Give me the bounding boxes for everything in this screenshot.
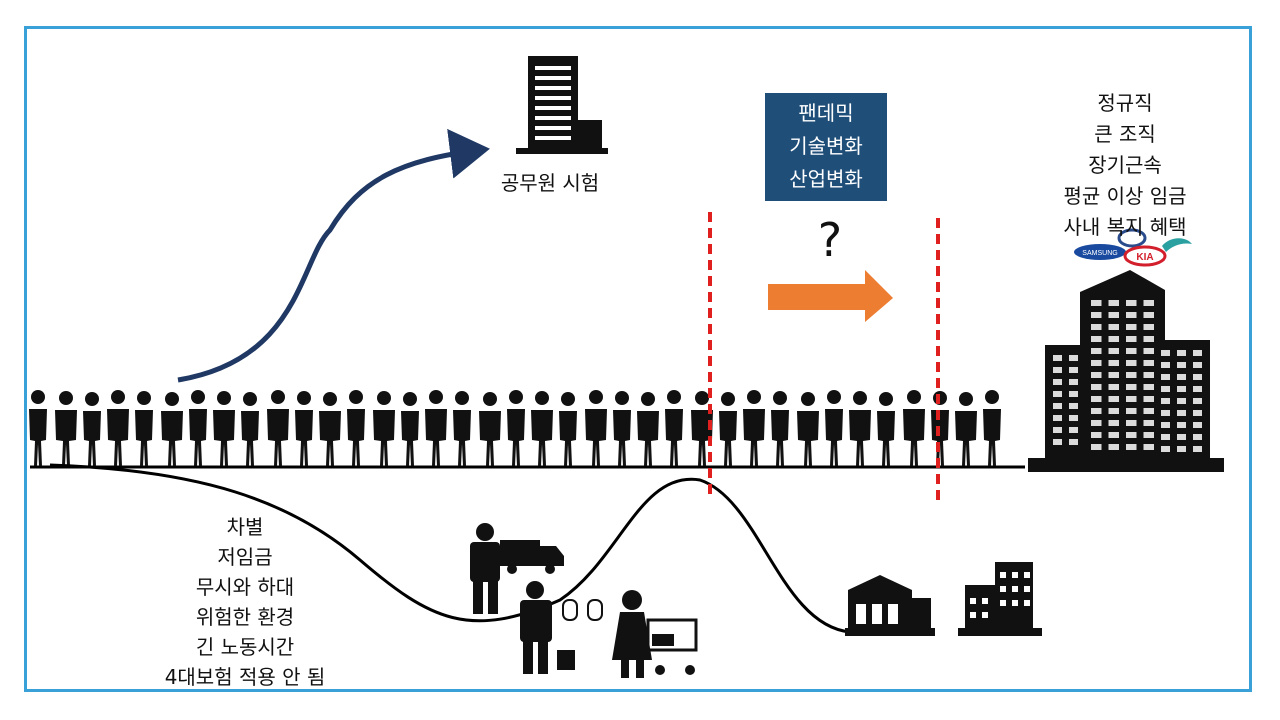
person-silhouette: [161, 392, 183, 466]
risk-item: 위험한 환경: [195, 605, 295, 629]
person-silhouette: [719, 392, 737, 466]
pandemic-change-box: 팬데믹 기술변화 산업변화: [765, 93, 887, 201]
risk-item: 긴 노동시간: [195, 635, 295, 659]
risk-item: 4대보험 적용 안 됨: [164, 665, 326, 689]
person-silhouette: [665, 390, 683, 466]
question-mark: ?: [817, 213, 843, 267]
person-silhouette: [955, 392, 977, 466]
person-silhouette: [877, 392, 895, 466]
person-silhouette: [189, 390, 207, 466]
person-silhouette: [691, 391, 713, 466]
person-silhouette: [135, 391, 153, 466]
person-silhouette: [849, 391, 871, 466]
risk-item: 차별: [226, 515, 264, 539]
hyundai-logo: [1117, 228, 1147, 248]
risk-item: 저임금: [217, 545, 273, 569]
person-silhouette: [29, 390, 47, 466]
benefit-item: 사내 복지 혜택: [1063, 215, 1187, 239]
person-silhouette: [267, 390, 289, 466]
small-factory-icons: [845, 562, 1042, 636]
kia-logo-text: KIA: [1136, 252, 1153, 263]
asiana-logo: [1162, 238, 1192, 252]
kia-logo: [1123, 245, 1167, 267]
person-silhouette: [373, 391, 395, 466]
pandemic-box-line-3: 산업변화: [789, 167, 863, 191]
person-silhouette: [825, 390, 843, 466]
slide-frame: [24, 26, 1252, 692]
person-silhouette: [83, 392, 101, 466]
benefit-item: 정규직: [1097, 91, 1153, 115]
person-silhouette: [401, 392, 419, 466]
samsung-logo-text: SAMSUNG: [1082, 250, 1117, 257]
low-path-curve: [49, 463, 851, 634]
corporate-benefits-list: 정규직 큰 조직 장기근속 평균 이상 임금 사내 복지 혜택: [1030, 88, 1220, 243]
people-queue-icon: [29, 390, 1001, 466]
orange-right-arrow: [768, 270, 893, 322]
person-silhouette: [531, 391, 553, 466]
person-silhouette: [507, 390, 525, 466]
person-silhouette: [107, 390, 129, 466]
person-silhouette: [425, 390, 447, 466]
benefit-item: 장기근속: [1088, 153, 1162, 177]
company-logos: SAMSUNG KIA: [1074, 228, 1192, 267]
civil-service-exam-label: 공무원 시험: [500, 171, 600, 195]
person-silhouette: [585, 390, 607, 466]
person-silhouette: [479, 392, 501, 466]
benefit-item: 큰 조직: [1094, 122, 1156, 146]
person-silhouette: [559, 392, 577, 466]
risk-item: 무시와 하대: [195, 575, 295, 599]
person-silhouette: [903, 390, 925, 466]
corporate-buildings-icon: [1028, 270, 1224, 472]
person-silhouette: [213, 391, 235, 466]
pandemic-box-line-2: 기술변화: [789, 134, 863, 158]
exam-path-arrow: [177, 128, 490, 383]
person-silhouette: [241, 392, 259, 466]
benefit-item: 평균 이상 임금: [1063, 184, 1187, 208]
person-silhouette: [55, 391, 77, 466]
person-silhouette: [637, 392, 659, 466]
person-silhouette: [797, 392, 819, 466]
person-silhouette: [743, 390, 765, 466]
low-path-risks-list: 차별 저임금 무시와 하대 위험한 환경 긴 노동시간 4대보험 적용 안 됨: [110, 512, 380, 692]
government-building-icon: [516, 56, 608, 154]
person-silhouette: [771, 391, 789, 466]
person-silhouette: [453, 391, 471, 466]
person-silhouette: [613, 391, 631, 466]
person-silhouette: [983, 390, 1001, 466]
person-silhouette: [295, 391, 313, 466]
samsung-logo: [1074, 244, 1126, 260]
person-silhouette: [347, 390, 365, 466]
low-wage-workers-icon: [470, 523, 698, 678]
person-silhouette: [319, 392, 341, 466]
pandemic-box-line-1: 팬데믹: [798, 101, 854, 125]
